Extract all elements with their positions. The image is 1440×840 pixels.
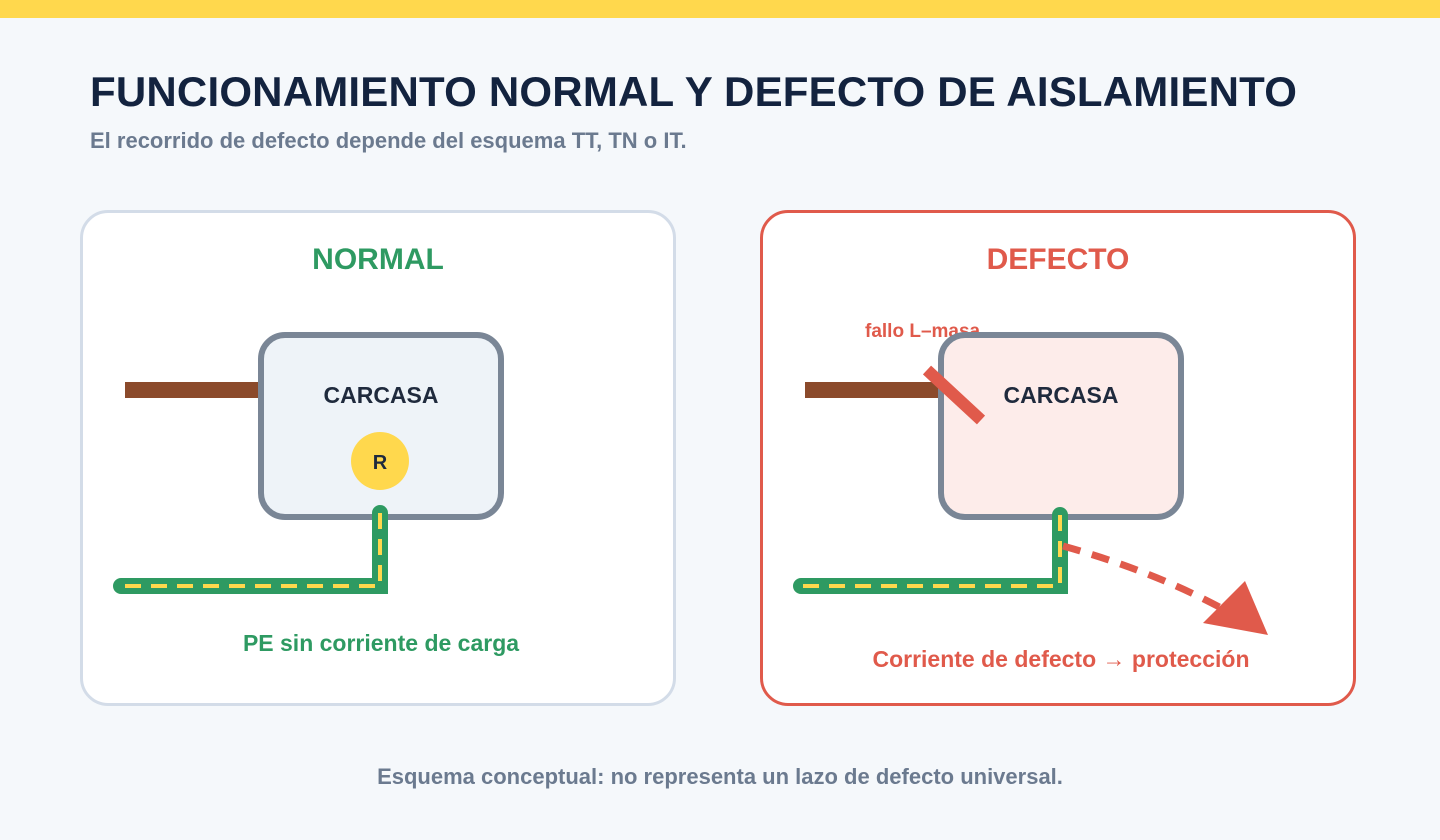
normal-caption: PE sin corriente de carga [243, 630, 519, 656]
top-accent-bar [0, 0, 1440, 18]
housing-box [938, 332, 1184, 520]
pe-conductor-stripe [801, 515, 1062, 588]
footnote: Esquema conceptual: no representa un laz… [377, 764, 1063, 789]
normal-panel: NORMAL CARCASA R PE sin corriente de car… [80, 210, 676, 706]
housing-label: CARCASA [324, 382, 439, 408]
normal-panel-title: NORMAL [312, 243, 444, 276]
fault-current-arrow [1062, 542, 1225, 613]
resistor-symbol [351, 432, 409, 490]
housing-label: CARCASA [1004, 382, 1119, 408]
page-title: FUNCIONAMIENTO NORMAL Y DEFECTO DE AISLA… [90, 68, 1298, 115]
defect-panel-title: DEFECTO [986, 243, 1130, 276]
normal-diagram: CARCASA R PE sin corriente de carga [113, 332, 519, 656]
fault-contact [922, 365, 986, 425]
defect-caption: Corriente de defecto → protección [872, 646, 1249, 672]
pe-conductor-stripe [121, 513, 382, 588]
pe-conductor [113, 505, 388, 594]
fault-current-arrowhead [1203, 581, 1268, 635]
defect-panel: DEFECTO fallo L–masa CARCASA Corriente d… [760, 210, 1356, 706]
pe-conductor [793, 507, 1068, 594]
defect-diagram: fallo L–masa CARCASA Corriente de defect… [793, 321, 1268, 672]
resistor-label: R [373, 452, 388, 474]
page-subtitle: El recorrido de defecto depende del esqu… [90, 128, 687, 153]
